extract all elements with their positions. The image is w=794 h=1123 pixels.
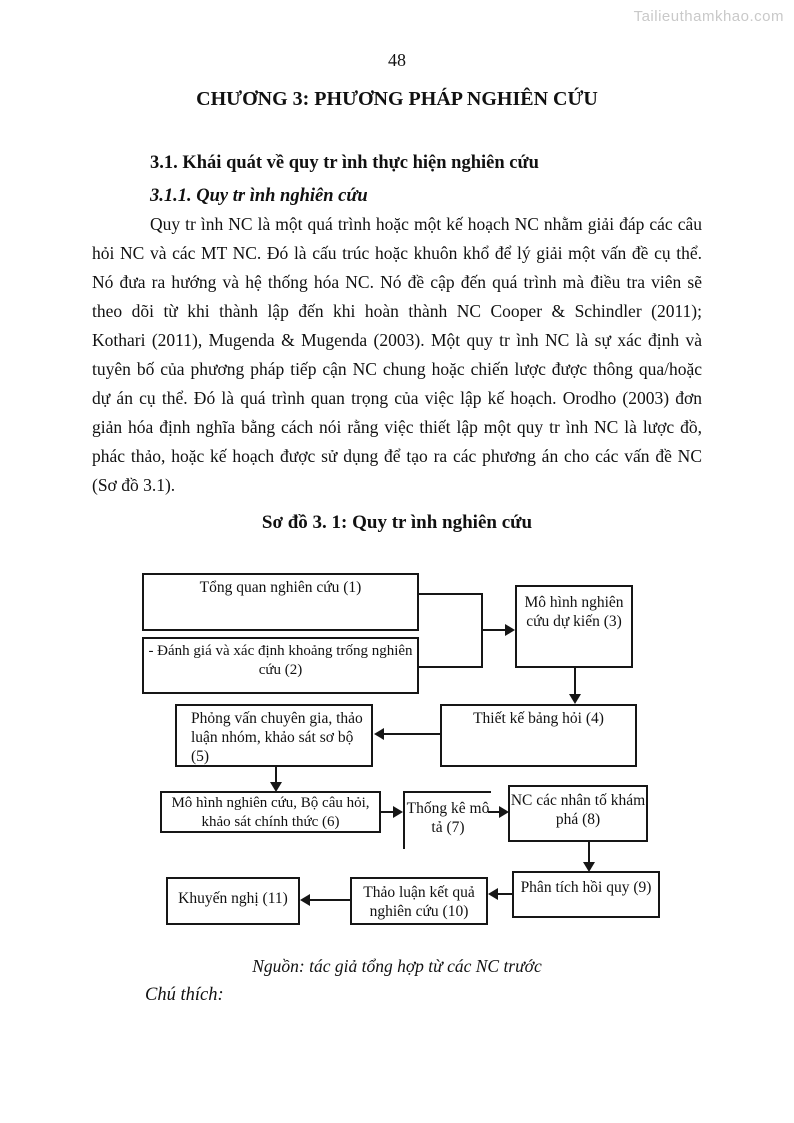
flowchart-box-3: Mô hình nghiên cứu dự kiến (3)	[515, 585, 633, 668]
paragraph-line: Quy tr ình NC là một quá trình hoặc một …	[150, 214, 702, 234]
section-heading: 3.1. Khái quát về quy tr ình thực hiện n…	[150, 153, 539, 173]
flowchart-box-9: Phân tích hồi quy (9)	[512, 871, 660, 918]
flowchart-box-1: Tổng quan nghiên cứu (1)	[142, 573, 419, 631]
watermark: Tailieuthamkhao.com	[633, 8, 784, 25]
paragraph-line: theo dõi từ khi thành lập đến khi hoàn t…	[92, 301, 702, 321]
subsection-heading: 3.1.1. Quy tr ình nghiên cứu	[150, 186, 368, 206]
legend-label: Chú thích:	[145, 985, 224, 1005]
paragraph-line: (Sơ đồ 3.1).	[92, 475, 176, 495]
diagram-caption: Sơ đồ 3. 1: Quy tr ình nghiên cứu	[261, 512, 533, 533]
paragraph-line: Nó đưa ra hướng và hệ thống hóa NC. Nó đ…	[92, 272, 702, 292]
paragraph-line: hỏi NC và các MT NC. Đó là cấu trúc hoặc…	[92, 243, 702, 263]
paragraph-line: Kothari (2011), Mugenda & Mugenda (2003)…	[92, 330, 702, 350]
arrow-head	[505, 624, 515, 636]
chapter-title: CHƯƠNG 3: PHƯƠNG PHÁP NGHIÊN CỨU	[196, 88, 598, 110]
arrow-line	[574, 668, 576, 695]
connector-bracket-1-2	[419, 593, 483, 668]
paragraph-line: tuyên bố của phương pháp tiếp cận NC chu…	[92, 359, 702, 379]
flowchart-box-7: Thống kê mô tả (7)	[403, 791, 491, 849]
arrow-head	[270, 782, 282, 792]
arrow-head	[393, 806, 403, 818]
flowchart-box-6: Mô hình nghiên cứu, Bộ câu hỏi, khảo sát…	[160, 791, 381, 833]
page-number: 48	[388, 50, 406, 70]
diagram-source-note: Nguồn: tác giả tổng hợp từ các NC trước	[252, 956, 542, 976]
arrow-line	[381, 811, 395, 813]
paragraph-line: dự án cụ thể. Đó là quá trình quan trọng…	[92, 388, 702, 408]
arrow-line	[275, 767, 277, 783]
flowchart-box-10: Thảo luận kết quả nghiên cứu (10)	[350, 877, 488, 925]
arrow-line	[483, 629, 507, 631]
flowchart-box-11: Khuyến nghị (11)	[166, 877, 300, 925]
arrow-line	[588, 842, 590, 864]
flowchart-box-8: NC các nhân tố khám phá (8)	[508, 785, 648, 842]
arrow-line	[488, 811, 501, 813]
arrow-head	[499, 806, 509, 818]
flowchart-box-2: - Đánh giá và xác định khoảng trống nghi…	[142, 637, 419, 694]
flowchart-box-5: Phỏng vấn chuyên gia, thảo luận nhóm, kh…	[175, 704, 373, 767]
arrow-line	[383, 733, 440, 735]
flowchart-box-4: Thiết kế bảng hỏi (4)	[440, 704, 637, 767]
arrow-head	[488, 888, 498, 900]
paragraph-line: phác thảo, hoặc kế hoạch được sử dụng để…	[92, 446, 702, 466]
arrow-line	[497, 893, 512, 895]
arrow-head	[583, 862, 595, 872]
arrow-head	[569, 694, 581, 704]
paragraph-line: giản hóa định nghĩa bằng cách nói rằng v…	[92, 417, 702, 437]
arrow-line	[309, 899, 350, 901]
arrow-head	[300, 894, 310, 906]
arrow-head	[374, 728, 384, 740]
body-paragraph: Quy tr ình NC là một quá trình hoặc một …	[92, 210, 702, 500]
